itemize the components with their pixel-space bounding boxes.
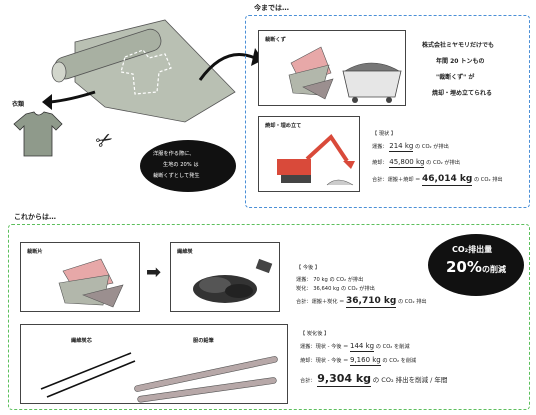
top-heading: 今までは…	[254, 4, 289, 12]
core-title: 繊維炭芯	[71, 338, 92, 344]
future-header: 【 今後 】	[296, 265, 321, 271]
reduce-transport-unit: の CO₂ を削減	[375, 344, 410, 350]
speech-bubble: 洋服を作る際に、 生地の 20% は 裁断くずとして発生	[140, 140, 236, 192]
charcoal-core-illustration	[40, 352, 136, 398]
bubble-percent: 20%	[446, 258, 482, 276]
incineration-unit: の CO₂ が排出	[426, 160, 460, 166]
reduce-total-value: 9,304 kg	[317, 372, 372, 387]
scrap-pieces-illustration	[288, 46, 334, 100]
arrow-to-clothing	[42, 90, 96, 110]
transport-line: 運搬： 214 kg の CO₂ が排出	[372, 142, 449, 152]
bubble-line-1: CO₂排出量	[452, 245, 493, 254]
clothing-label: 衣類	[12, 101, 25, 108]
total-label: 合計：運搬＋焼却 ＝	[372, 177, 421, 183]
scrap-panel: 裁断くず	[258, 30, 406, 106]
fiber-charcoal-panel: 繊維炭	[170, 242, 280, 312]
reduce-burn-unit: の CO₂ を削減	[382, 358, 417, 364]
incineration-line: 焼却： 45,800 kg の CO₂ が排出	[372, 158, 460, 168]
speech-line-2: 生地の 20% は	[163, 162, 199, 168]
excavator-illustration	[277, 133, 355, 186]
reduce-burn-line: 焼却：現状 - 今後 ＝ 9,160 kg の CO₂ を削減	[300, 356, 417, 366]
speech-line-3: 裁断くずとして発生	[153, 173, 200, 179]
pencil-panel: 繊維炭芯 服の鉛筆	[20, 324, 288, 404]
future-state-box	[8, 224, 530, 410]
future-carbon-value: 36,640 kg	[313, 286, 340, 292]
company-line-2: 年間 20 トンもの	[436, 58, 485, 65]
total-unit: の CO₂ 排出	[473, 177, 503, 183]
cut-pieces-panel: 裁断片	[20, 242, 140, 312]
reduction-bubble: CO₂排出量 20% の削減	[428, 234, 524, 296]
pencil-illustration	[134, 356, 278, 403]
future-carbon-label: 炭化：	[296, 286, 312, 292]
burn-title: 焼却・埋め立て	[265, 123, 302, 129]
future-carbon-line: 炭化： 36,640 kg の CO₂ が排出	[296, 285, 375, 292]
company-line-4: 焼却・埋め立てられる	[432, 90, 493, 97]
future-transport-value: 70 kg	[313, 277, 328, 283]
pencil-title: 服の鉛筆	[193, 338, 214, 344]
cut-pieces-title: 裁断片	[27, 249, 43, 255]
company-line-3: "裁断くず" が	[436, 74, 475, 81]
transport-label: 運搬：	[372, 144, 388, 150]
future-total-value: 36,710 kg	[346, 296, 397, 308]
reduce-burn-label: 焼却：現状 - 今後 ＝	[300, 358, 349, 364]
scrap-title: 裁断くず	[265, 37, 286, 43]
reduce-total-line: 合計： 9,304 kg の CO₂ 排出を削減 / 年間	[300, 372, 448, 387]
transport-value: 214 kg	[389, 142, 414, 152]
future-transport-label: 運搬：	[296, 277, 312, 283]
future-transport-unit: の CO₂ が排出	[329, 277, 364, 283]
carbonize-header: 【 炭化後 】	[300, 331, 330, 337]
cut-pieces-illustration	[58, 258, 124, 308]
total-value: 46,014 kg	[422, 174, 473, 186]
future-total-unit: の CO₂ 排出	[397, 299, 427, 305]
future-carbon-unit: の CO₂ が排出	[341, 286, 375, 292]
reduce-burn-value: 9,160 kg	[349, 356, 381, 366]
total-line: 合計：運搬＋焼却 ＝ 46,014 kg の CO₂ 排出	[372, 174, 503, 186]
future-total-line: 合計：運搬＋炭化 ＝ 36,710 kg の CO₂ 排出	[296, 296, 427, 308]
burn-panel: 焼却・埋め立て	[258, 116, 360, 192]
transport-unit: の CO₂ が排出	[414, 144, 449, 150]
future-transport-line: 運搬： 70 kg の CO₂ が排出	[296, 276, 363, 283]
reduce-total-label: 合計：	[300, 378, 316, 384]
charcoal-illustration	[193, 258, 273, 303]
future-total-label: 合計：運搬＋炭化 ＝	[296, 299, 345, 305]
incineration-label: 焼却：	[372, 160, 388, 166]
speech-line-1: 洋服を作る際に、	[153, 151, 195, 157]
company-line-1: 株式会社ミヤモリだけでも	[422, 42, 495, 49]
reduce-total-unit: の CO₂ 排出を削減 / 年間	[372, 376, 448, 384]
status-header: 【 現状 】	[372, 131, 397, 137]
arrow-right-icon: ➡	[146, 262, 162, 283]
bottom-heading: これからは…	[14, 213, 56, 221]
fiber-charcoal-title: 繊維炭	[177, 249, 193, 255]
incineration-value: 45,800 kg	[389, 158, 425, 168]
current-state-box	[245, 15, 530, 208]
reduce-transport-label: 運搬：現状 - 今後 ＝	[300, 344, 349, 350]
dumpster-illustration	[342, 62, 402, 103]
t-shirt-icon	[13, 111, 63, 157]
bubble-line-3: の削減	[482, 265, 506, 274]
fabric-roll-illustration	[51, 19, 236, 123]
reduce-transport-value: 144 kg	[349, 342, 375, 352]
reduce-transport-line: 運搬：現状 - 今後 ＝ 144 kg の CO₂ を削減	[300, 342, 410, 352]
